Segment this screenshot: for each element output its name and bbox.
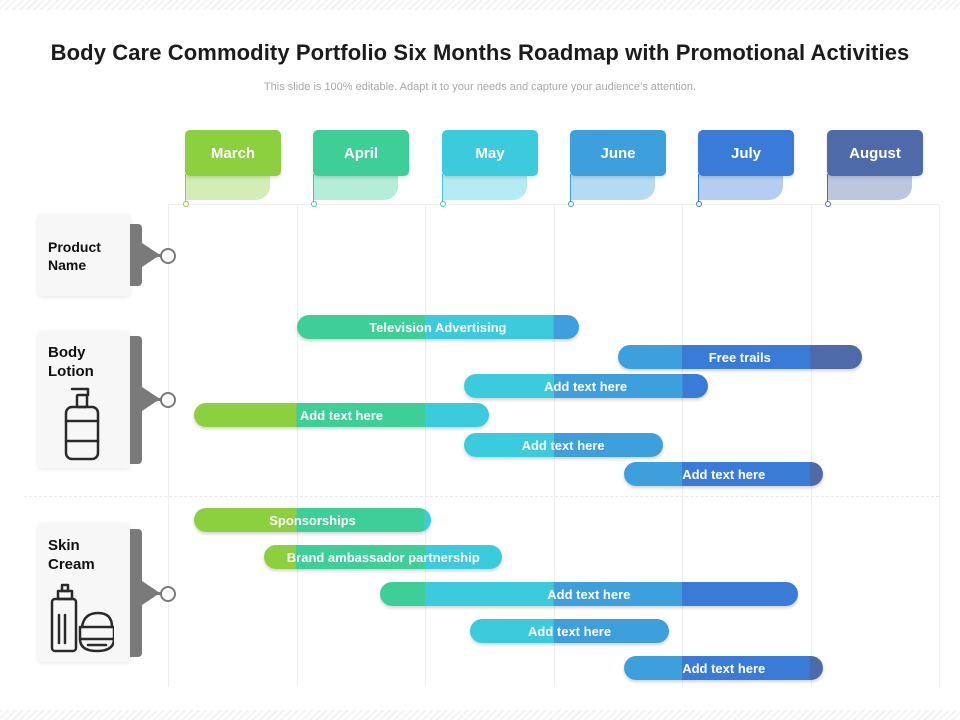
page-subtitle: This slide is 100% editable. Adapt it to… bbox=[263, 81, 697, 93]
grid-column-line bbox=[682, 205, 683, 687]
month-dot bbox=[183, 201, 189, 207]
row-card-skin-cream: Skin Cream bbox=[38, 523, 130, 662]
grid-column-line bbox=[811, 205, 812, 687]
month-flag bbox=[185, 174, 270, 200]
row-tab bbox=[130, 336, 142, 464]
month-label: March bbox=[185, 130, 281, 176]
month-stem bbox=[698, 174, 699, 202]
grid-column-line bbox=[425, 205, 426, 687]
month-header: July bbox=[696, 130, 794, 208]
bottom-hatch-border bbox=[0, 710, 960, 720]
month-flag bbox=[570, 174, 655, 200]
activity-bar[interactable]: Television Advertising bbox=[296, 315, 580, 339]
row-tab bbox=[130, 224, 142, 286]
month-header: March bbox=[183, 130, 281, 208]
lotion-bottle-icon bbox=[64, 387, 100, 461]
month-header: June bbox=[568, 130, 666, 208]
row-node-circle bbox=[160, 586, 176, 602]
row-connector bbox=[150, 398, 162, 401]
activity-bar[interactable]: Sponsorships bbox=[193, 508, 432, 532]
activity-bar[interactable]: Brand ambassador partnership bbox=[264, 545, 503, 569]
activity-bar[interactable]: Add text here bbox=[624, 462, 824, 486]
month-stem bbox=[570, 174, 571, 202]
month-dot bbox=[311, 201, 317, 207]
month-stem bbox=[827, 174, 828, 202]
row-connector bbox=[150, 592, 162, 595]
month-stem bbox=[313, 174, 314, 202]
month-header: April bbox=[311, 130, 409, 208]
month-label: August bbox=[827, 130, 923, 176]
row-separator bbox=[24, 496, 939, 497]
row-connector bbox=[150, 254, 162, 257]
month-label: April bbox=[313, 130, 409, 176]
month-label: June bbox=[570, 130, 666, 176]
month-label: May bbox=[442, 130, 538, 176]
grid-column-line bbox=[297, 205, 298, 687]
page-title: Body Care Commodity Portfolio Six Months… bbox=[50, 40, 910, 65]
activity-bar[interactable]: Add text here bbox=[624, 656, 824, 680]
grid-top-line bbox=[168, 204, 939, 205]
grid-column-line bbox=[168, 205, 169, 687]
row-label: Body Lotion bbox=[48, 344, 94, 380]
month-flag bbox=[698, 174, 783, 200]
month-stem bbox=[442, 174, 443, 202]
month-stem bbox=[185, 174, 186, 202]
month-header: May bbox=[440, 130, 538, 208]
row-node-circle bbox=[160, 392, 176, 408]
activity-bar[interactable]: Add text here bbox=[463, 433, 663, 457]
activity-bar[interactable]: Add text here bbox=[463, 374, 708, 398]
month-flag bbox=[827, 174, 912, 200]
row-label: Product Name bbox=[48, 239, 101, 273]
month-dot bbox=[568, 201, 574, 207]
activity-bar[interactable]: Free trails bbox=[617, 345, 862, 369]
month-flag bbox=[313, 174, 398, 200]
activity-bar[interactable]: Add text here bbox=[193, 403, 490, 427]
row-label: Skin Cream bbox=[48, 537, 95, 573]
row-tab bbox=[130, 529, 142, 657]
month-label: July bbox=[698, 130, 794, 176]
grid-column-line bbox=[939, 205, 940, 687]
month-dot bbox=[440, 201, 446, 207]
cream-jar-icon bbox=[50, 583, 114, 653]
activity-bar[interactable]: Add text here bbox=[469, 619, 670, 643]
row-card-product-name: Product Name bbox=[38, 214, 130, 296]
month-dot bbox=[696, 201, 702, 207]
activity-bar[interactable]: Add text here bbox=[380, 582, 798, 606]
month-dot bbox=[825, 201, 831, 207]
row-card-body-lotion: Body Lotion bbox=[38, 331, 130, 468]
month-flag bbox=[442, 174, 527, 200]
top-hatch-border bbox=[0, 0, 960, 10]
row-node-circle bbox=[160, 248, 176, 264]
month-header: August bbox=[825, 130, 923, 208]
